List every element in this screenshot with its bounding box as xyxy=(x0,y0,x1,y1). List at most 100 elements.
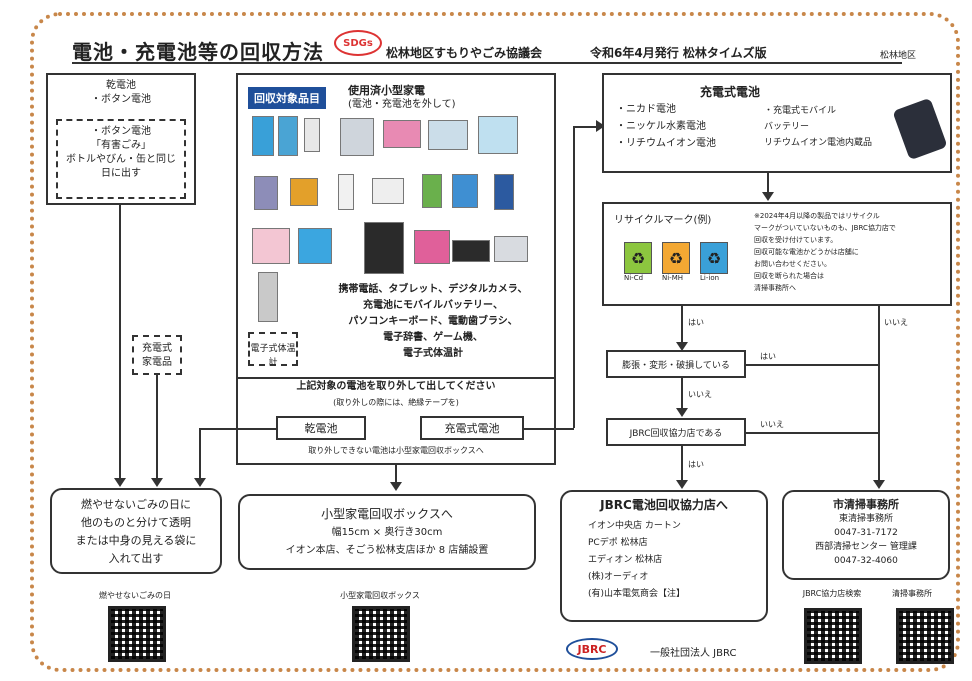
landline-phone-icon xyxy=(340,118,374,156)
office-line4: 0047-32-4060 xyxy=(834,556,898,566)
store-item: (株)オーディオ xyxy=(588,572,649,582)
appliance-arrow xyxy=(151,478,163,487)
button-line3: ボトルやびん・缶と同じ日に出す xyxy=(66,154,176,179)
laptop-icon xyxy=(494,236,528,262)
collection-line1: 小型家電回収ボックスへ xyxy=(321,507,453,521)
jbrc-store-list: イオン中央店 カートン PCデポ 松林店 エディオン 松林店 (株)オーディオ … xyxy=(588,518,766,603)
district-label: 松林地区 xyxy=(880,51,917,61)
flow-yes1: はい xyxy=(688,318,704,327)
desc-line: 回収可能な電池かどうかは店舗に xyxy=(754,248,859,256)
jbrc-stores-box: JBRC電池回収協力店へ イオン中央店 カートン PCデポ 松林店 エディオン … xyxy=(560,490,768,622)
edition: 令和6年4月発行 松林タイムズ版 xyxy=(590,46,767,60)
qr-caption-4: 清掃事務所 xyxy=(892,589,932,598)
office-line3: 西部清掃センター 管理課 xyxy=(815,542,917,552)
collection-line2: 幅15cm × 奥行き30cm xyxy=(331,527,443,538)
qr-code-4[interactable] xyxy=(896,608,954,664)
nb-line3: または中身の見える袋に xyxy=(75,534,197,547)
rechargeable-connector xyxy=(524,428,574,430)
tablet-icon xyxy=(478,116,518,154)
recycle-nimh-icon: ♻ xyxy=(662,242,690,274)
list-item: ・リチウムイオン電池 xyxy=(616,138,716,149)
battery-connector xyxy=(200,428,276,430)
office-line2: 0047-31-7172 xyxy=(834,528,898,538)
target-line4: 電子辞書、ゲーム機、 xyxy=(383,332,483,343)
office-title: 市清掃事務所 xyxy=(833,498,899,511)
target-items-label: 回収対象品目 xyxy=(248,87,326,109)
recycle-nicd-icon: ♻ xyxy=(624,242,652,274)
flow-no1: いいえ xyxy=(884,318,908,327)
mark-label-nimh: Ni-MH xyxy=(662,274,684,282)
list-item: ・ニカド電池 xyxy=(616,104,676,115)
desc-line: マークがついていないものも、JBRC協力店で xyxy=(754,224,896,232)
desc-line: 回収を断られた場合は xyxy=(754,272,824,280)
smartphone-icon xyxy=(252,116,274,156)
rechargeable-list-right: ・充電式モバイル バッテリー リチウムイオン電池内蔵品 xyxy=(764,103,872,151)
handheld-console-icon xyxy=(414,230,450,264)
store-item: イオン中央店 カートン xyxy=(588,521,681,531)
e-dictionary-icon xyxy=(254,176,278,210)
appliance-line1: 充電式 xyxy=(142,343,172,354)
keyboard-icon xyxy=(372,178,404,204)
left-arrow xyxy=(114,478,126,487)
collection-box-panel: 小型家電回収ボックスへ 幅15cm × 奥行き30cm イオン本店、そごう松林支… xyxy=(238,494,536,570)
desc-line: ※2024年4月以降の製品ではリサイクル xyxy=(754,212,880,220)
remove-notice-sub: (取り外しの際には、絶縁テープを) xyxy=(333,398,459,407)
used-appliances-note: (電池・充電池を外して) xyxy=(348,99,456,110)
page-title: 電池・充電池等の回収方法 xyxy=(72,40,324,64)
digital-camera-icon xyxy=(383,120,421,148)
appliance-line xyxy=(156,375,158,480)
recycle-label: リサイクルマーク(例) xyxy=(614,215,712,226)
flow-no-line xyxy=(878,306,880,482)
swelling-yes-line xyxy=(746,364,878,366)
battery-connector-down xyxy=(199,428,201,480)
qr-code-1[interactable] xyxy=(108,606,166,662)
left-line xyxy=(119,205,121,480)
thermometer-label: 電子式体温計 xyxy=(250,344,296,368)
rechargeable-button: 充電式電池 xyxy=(420,416,524,440)
feature-phone-icon xyxy=(304,118,320,152)
router-icon xyxy=(364,222,404,274)
target-line5: 電子式体温計 xyxy=(403,348,463,359)
publisher: 松林地区すもりやごみ協議会 xyxy=(386,46,543,60)
jbrc-logo: JBRC xyxy=(566,638,618,660)
target-line3: パソコンキーボード、電動歯ブラシ、 xyxy=(348,316,518,327)
battery-line1: 乾電池 xyxy=(106,80,136,91)
car-navi-icon xyxy=(290,178,318,206)
recycle-liion-icon: ♻ xyxy=(700,242,728,274)
collection-line3: イオン本店、そごう松林支店ほか 8 店舗設置 xyxy=(285,545,489,556)
rechargeable-appliance-box: 充電式 家電品 xyxy=(132,335,182,375)
center-down-line xyxy=(395,465,397,483)
cleaning-office-box: 市清掃事務所 東清掃事務所 0047-31-7172 西部清掃センター 管理課 … xyxy=(782,490,950,580)
mobile-battery-icon xyxy=(892,97,948,161)
qr-code-2[interactable] xyxy=(352,606,410,662)
rechargeable-list-left: ・ニカド電池 ・ニッケル水素電池 ・リチウムイオン電池 xyxy=(616,101,716,152)
pocket-game-icon xyxy=(252,228,290,264)
qr-code-3[interactable] xyxy=(804,608,862,664)
nb-line1: 燃やせないごみの日に xyxy=(81,498,191,511)
flow-line1 xyxy=(681,306,683,344)
button-line2: 「有害ごみ」 xyxy=(91,140,151,151)
game-device-icon xyxy=(452,174,478,208)
flow-arrow1 xyxy=(676,342,688,351)
thermometer-icon xyxy=(258,272,278,322)
nb-line2: 他のものと分けて透明 xyxy=(81,516,191,529)
battery-connector-arrow xyxy=(194,478,206,487)
jbrc-title: JBRC電池回収協力店へ xyxy=(600,498,728,512)
desc-line: 回収を受け付けています。 xyxy=(754,236,838,244)
thermometer-label-box: 電子式体温計 xyxy=(248,332,298,368)
rechargeable-connector-arrow xyxy=(596,120,605,132)
flow-arrow3 xyxy=(676,480,688,489)
rechargeable-title: 充電式電池 xyxy=(700,85,761,99)
flow-no-arrow xyxy=(873,480,885,489)
mark-label-nicd: Ni-Cd xyxy=(624,274,644,282)
desc-line: 清掃事務所へ xyxy=(754,284,796,292)
electric-toothbrush-icon xyxy=(338,174,354,210)
flow-line3 xyxy=(681,446,683,482)
jbrc-org: 一般社団法人 JBRC xyxy=(650,648,737,659)
battery-line2: ・ボタン電池 xyxy=(91,94,151,105)
store-item: エディオン 松林店 xyxy=(588,555,663,565)
page-border xyxy=(30,12,960,672)
desc-line: お問い合わせください。 xyxy=(754,260,831,268)
target-line2: 充電池にモバイルバッテリー、 xyxy=(363,300,503,311)
qr-caption-1: 燃やせないごみの日 xyxy=(99,591,171,600)
